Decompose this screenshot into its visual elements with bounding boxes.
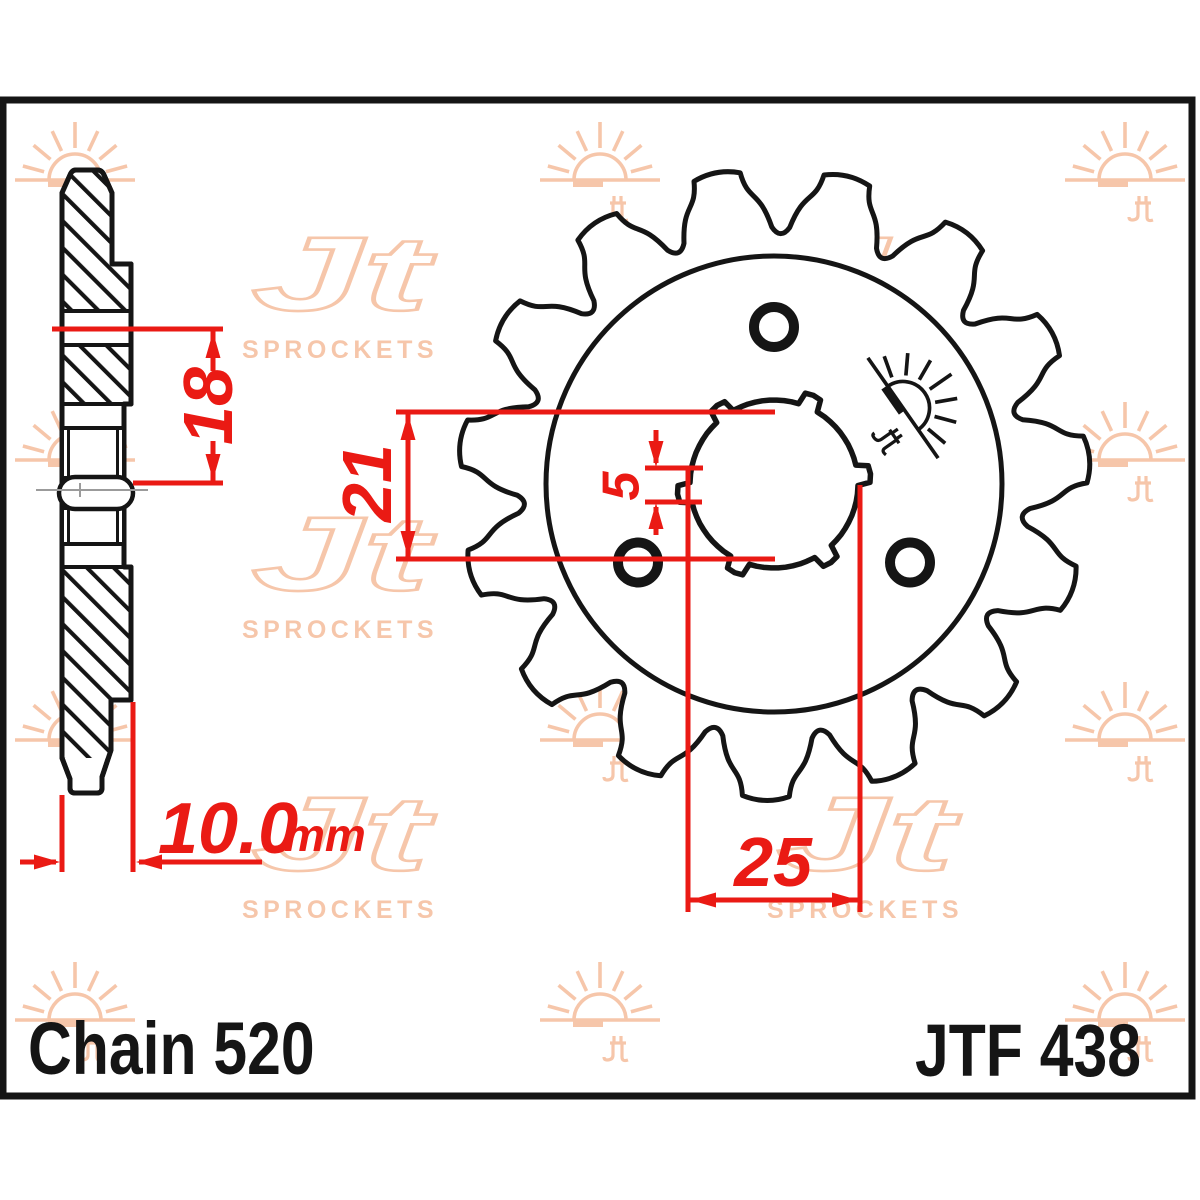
watermark-brand-text: Jt: [776, 775, 961, 892]
hub-bore-walls: [60, 426, 126, 546]
dim-18-label: 18: [169, 367, 247, 445]
dimension-arrowhead: [648, 441, 664, 467]
watermark-brand-text: Jt: [251, 215, 436, 332]
dimension-arrowhead: [690, 892, 716, 908]
dimension-25: [685, 468, 863, 912]
sprocket-side-section-view: [36, 166, 148, 793]
sun-watermark-icon: [1063, 120, 1187, 223]
dimension-arrowhead: [400, 414, 416, 440]
watermark-sub-text: SPROCKETS: [242, 336, 438, 364]
bolt-hole: [885, 537, 935, 588]
dimension-layer: [20, 326, 863, 912]
labels: 18 21 5 25 10.0 mm Chain 520 JTF 438: [28, 367, 1141, 1092]
dimension-arrowhead: [832, 892, 858, 908]
watermark-brand-text: Jt: [251, 775, 436, 892]
dimension-arrowhead: [205, 332, 221, 358]
dim-25-label: 25: [732, 823, 813, 901]
sheet-border: [0, 96, 1196, 1100]
watermark-sub-text: SPROCKETS: [242, 616, 438, 644]
sun-watermark-icon: [538, 120, 662, 223]
dim-21-label: 21: [328, 444, 406, 524]
sprocket-front-view: [457, 169, 1093, 803]
centerline: [36, 483, 148, 497]
dimension-arrowhead: [400, 531, 416, 557]
bolt-holes: [613, 302, 935, 588]
section-hatching: [62, 170, 131, 758]
dim-5-label: 5: [593, 470, 651, 500]
bolt-hole: [749, 302, 799, 352]
watermark-sub-text: SPROCKETS: [242, 896, 438, 924]
sprocket-plate-circle: [543, 253, 1005, 715]
sun-watermark-icon: [1063, 680, 1187, 783]
spline-slot-section: [56, 474, 136, 512]
chain-size-label: Chain 520: [28, 1008, 315, 1090]
dimension-arrowheads: [34, 332, 858, 908]
bolt-hole: [613, 537, 663, 588]
dimension-arrowhead: [34, 854, 60, 870]
dim-10mm-unit-label: mm: [284, 809, 366, 861]
dimension-arrowhead: [205, 454, 221, 480]
sun-watermark-icon: [538, 960, 662, 1063]
dimension-arrowhead: [648, 503, 664, 529]
dim-10mm-label: 10.0: [158, 789, 298, 869]
dimension-arrowhead: [136, 854, 162, 870]
part-number-label: JTF 438: [915, 1010, 1141, 1092]
